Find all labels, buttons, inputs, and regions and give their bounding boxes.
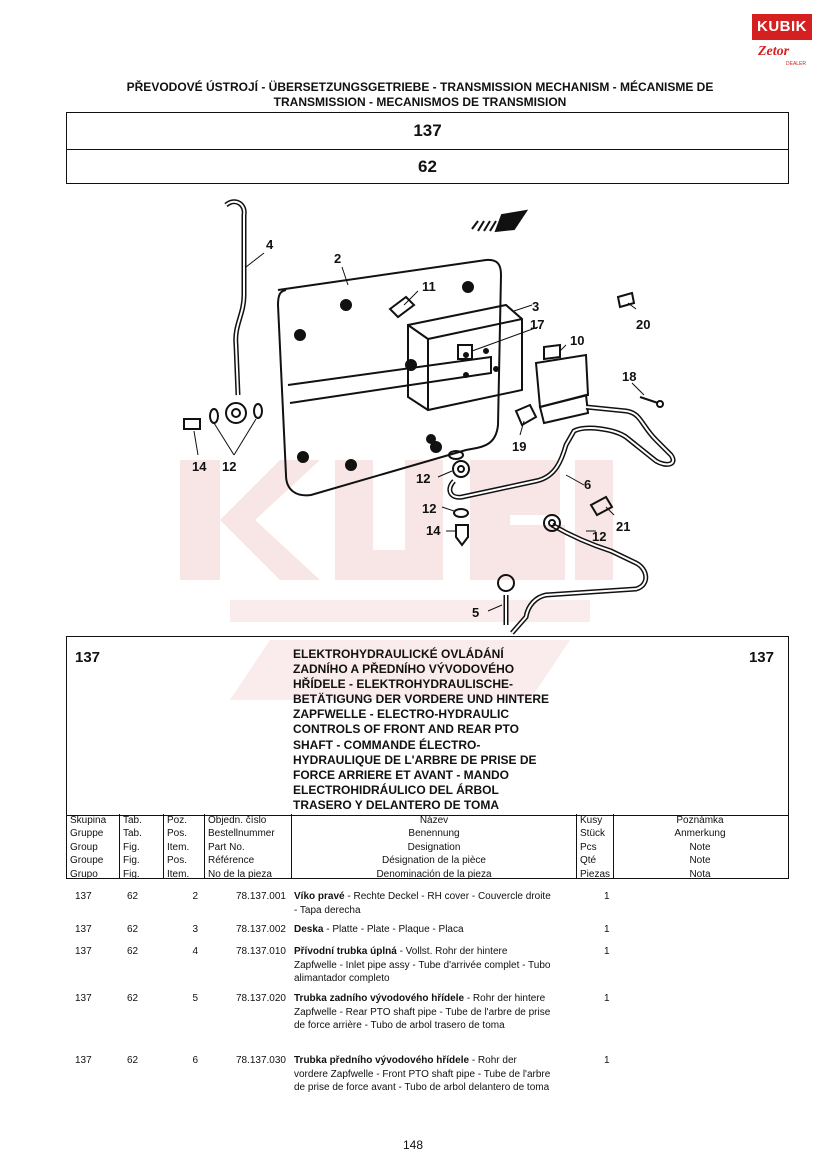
col-tab: Tab. Tab. Fig. Fig. Fig. xyxy=(120,814,164,880)
callout-6: 6 xyxy=(584,477,591,492)
table-number-box: 62 xyxy=(66,149,789,184)
part-designation: Trubka zadního vývodového hřídele - Rohr… xyxy=(294,993,551,1031)
col-pos: Poz. Pos. Item. Pos. Item. xyxy=(164,814,205,880)
page-number: 148 xyxy=(402,1138,424,1152)
kubik-zetor-logo: KUBIK Zetor DEALER xyxy=(752,14,812,70)
callout-17: 17 xyxy=(530,317,544,332)
col-group: Skupina Gruppe Group Groupe Grupo xyxy=(67,814,120,880)
control-block-3 xyxy=(407,303,523,412)
callout-21: 21 xyxy=(616,519,630,534)
part-designation: Deska - Platte - Plate - Plaque - Placa xyxy=(294,924,464,935)
callout-12c: 12 xyxy=(422,501,436,516)
callout-12: 12 xyxy=(222,459,236,474)
callout-11: 11 xyxy=(422,279,436,294)
banjo-fitting-4 xyxy=(225,402,247,424)
logo-sub: Zetor xyxy=(758,44,790,59)
callout-5: 5 xyxy=(472,605,479,620)
col-part-number: Objedn. číslo Bestellnummer Part No. Réf… xyxy=(205,814,292,880)
solenoid-valve-10 xyxy=(534,353,590,409)
group-description-box: 137 137 ELEKTROHYDRAULICKÉ OVLÁDÁNÍ ZADN… xyxy=(66,636,789,816)
part-designation: Víko pravé - Rechte Deckel - RH cover - … xyxy=(294,891,551,916)
col-quantity: Kusy Stück Pcs Qté Piezas xyxy=(577,814,614,880)
exploded-parts-diagram: 4 2 11 3 17 10 20 18 14 12 19 12 6 12 14… xyxy=(183,199,676,635)
callout-10: 10 xyxy=(570,333,584,348)
direction-arrow-icon xyxy=(471,209,529,233)
callout-4: 4 xyxy=(266,237,274,252)
callout-3: 3 xyxy=(532,299,539,314)
logo-brand: KUBIK xyxy=(752,14,812,40)
part-designation: Trubka předního vývodového hřídele - Roh… xyxy=(294,1055,551,1093)
group-number-left: 137 xyxy=(75,649,101,666)
cover-plate-2 xyxy=(276,258,503,497)
group-number-box: 137 xyxy=(66,112,789,150)
callout-19: 19 xyxy=(512,439,526,454)
col-note: Poznámka Anmerkung Note Note Nota xyxy=(674,815,726,880)
title-line-1: PŘEVODOVÉ ÚSTROJÍ - ÜBERSETZUNGSGETRIEBE… xyxy=(126,80,714,94)
callout-14: 14 xyxy=(192,459,207,474)
callout-2: 2 xyxy=(334,251,341,266)
callout-14b: 14 xyxy=(426,523,441,538)
inlet-pipe-4 xyxy=(224,199,247,396)
callout-18: 18 xyxy=(622,369,636,384)
callout-12d: 12 xyxy=(592,529,606,544)
page-title: PŘEVODOVÉ ÚSTROJÍ - ÜBERSETZUNGSGETRIEBE… xyxy=(90,80,750,110)
group-description: ELEKTROHYDRAULICKÉ OVLÁDÁNÍ ZADNÍHO A PŘ… xyxy=(293,647,550,812)
col-designation: Název Benennung Designation Désignation … xyxy=(292,814,577,880)
callout-12b: 12 xyxy=(416,471,430,486)
front-pto-pipe-6 xyxy=(447,404,676,500)
callout-20: 20 xyxy=(636,317,650,332)
parts-table-header: Skupina Gruppe Group Groupe Grupo Tab. T… xyxy=(66,814,789,880)
part-designation: Přívodní trubka úplná - Vollst. Rohr der… xyxy=(294,946,551,984)
logo-dealer: DEALER xyxy=(786,61,807,67)
group-number-right: 137 xyxy=(748,649,774,666)
kubik-watermark xyxy=(180,460,613,700)
title-line-2: TRANSMISSION - MECANISMOS DE TRANSMISION xyxy=(273,95,567,109)
